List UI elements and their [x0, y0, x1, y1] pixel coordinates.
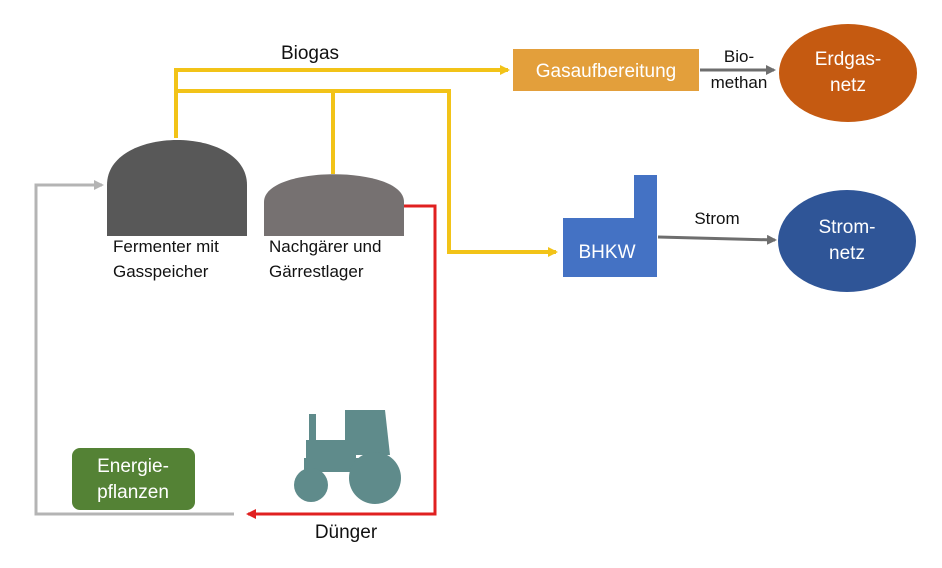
biomethan-label-line1: Bio- [724, 47, 754, 66]
erdgasnetz-ellipse [779, 24, 917, 122]
stromnetz-label-line1: Strom- [819, 217, 876, 238]
gasaufbereitung-label: Gasaufbereitung [536, 61, 677, 82]
tractor-icon [294, 410, 401, 504]
erdgasnetz-label-line2: netz [830, 75, 866, 96]
gasaufbereitung-box [513, 49, 699, 91]
duenger-line [246, 204, 437, 519]
bhkw-building [563, 175, 657, 277]
stromnetz-label-line2: netz [829, 243, 865, 264]
strom-arrow [657, 234, 777, 245]
biogas-line-bhkw [176, 89, 558, 257]
strom-label: Strom [694, 209, 739, 228]
fermenter-label-line1: Fermenter mit [113, 237, 219, 256]
energiepflanzen-label-line1: Energie- [97, 456, 169, 477]
biogas-label: Biogas [281, 43, 339, 64]
duenger-label: Dünger [315, 522, 378, 543]
fermenter-tank [107, 140, 247, 236]
stromnetz-ellipse [778, 190, 916, 292]
energiepflanzen-label-line2: pflanzen [97, 482, 169, 503]
nachgaerer-label-line2: Gärrestlager [269, 262, 364, 281]
erdgasnetz-label-line1: Erdgas- [815, 49, 882, 70]
bhkw-label: BHKW [579, 242, 636, 263]
biogas-pipelines [174, 65, 558, 257]
energiepflanzen-box [72, 448, 195, 510]
biomethan-label-line2: methan [711, 73, 768, 92]
fermenter-label-line2: Gasspeicher [113, 262, 209, 281]
biogas-line-fermenter [174, 65, 510, 138]
energiepflanzen-cycle-line [34, 180, 234, 516]
nachgaerer-label-line1: Nachgärer und [269, 237, 381, 256]
nachgaerer-tank [264, 174, 404, 236]
